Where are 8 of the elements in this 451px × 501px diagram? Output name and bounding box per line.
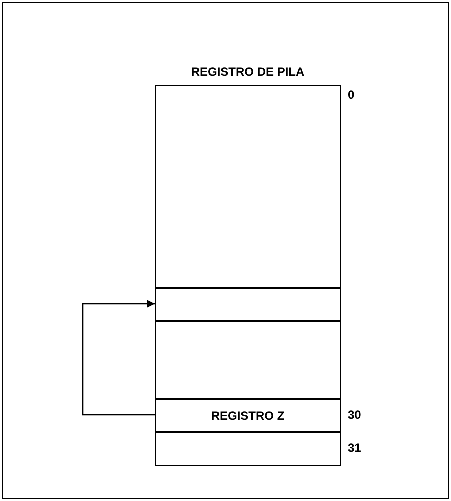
register-cell [155,287,341,322]
register-index: 31 [348,441,362,455]
stack-title: REGISTRO DE PILA [190,64,306,81]
register-index: 30 [348,408,362,422]
register-label: REGISTRO Z [211,408,285,424]
register-index: 0 [348,88,355,102]
register-cell [155,320,341,400]
feedback-arrow [82,300,155,416]
